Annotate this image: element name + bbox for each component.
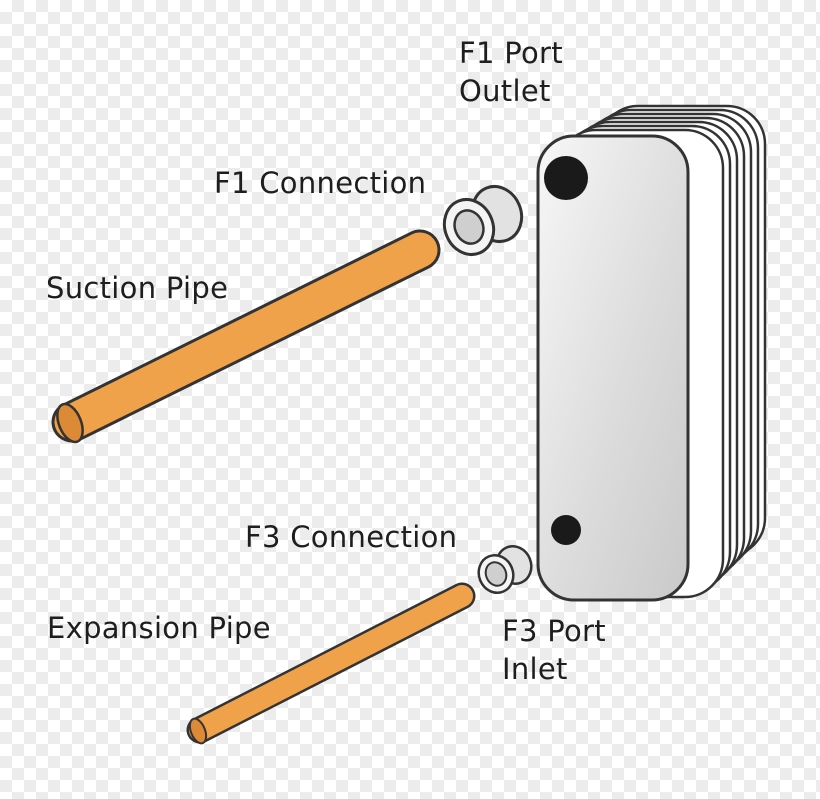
f1-port-label-line2: Outlet [459,74,551,108]
f3-port-inlet-label: F3 Port Inlet [502,612,606,688]
f3-port-label-line2: Inlet [502,652,568,686]
suction-pipe-label: Suction Pipe [46,271,229,305]
f3-connection-label: F3 Connection [245,520,458,554]
f1-connection-fitting [442,185,524,256]
f3-port [551,515,581,545]
heat-exchanger-front-plate [536,134,690,602]
f3-port-label-line1: F3 Port [502,614,606,648]
expansion-pipe [186,582,476,745]
suction-pipe-end [56,402,84,444]
expansion-pipe-label: Expansion Pipe [47,611,271,645]
f1-connection-label: F1 Connection [214,166,427,200]
f1-port [544,156,588,200]
f1-port-outlet-label: F1 Port Outlet [459,34,563,110]
f1-port-label-line1: F1 Port [459,36,563,70]
heat-exchanger [536,104,767,602]
suction-pipe [51,229,441,444]
f3-connection-fitting [477,545,533,594]
expansion-pipe-end [188,717,208,745]
